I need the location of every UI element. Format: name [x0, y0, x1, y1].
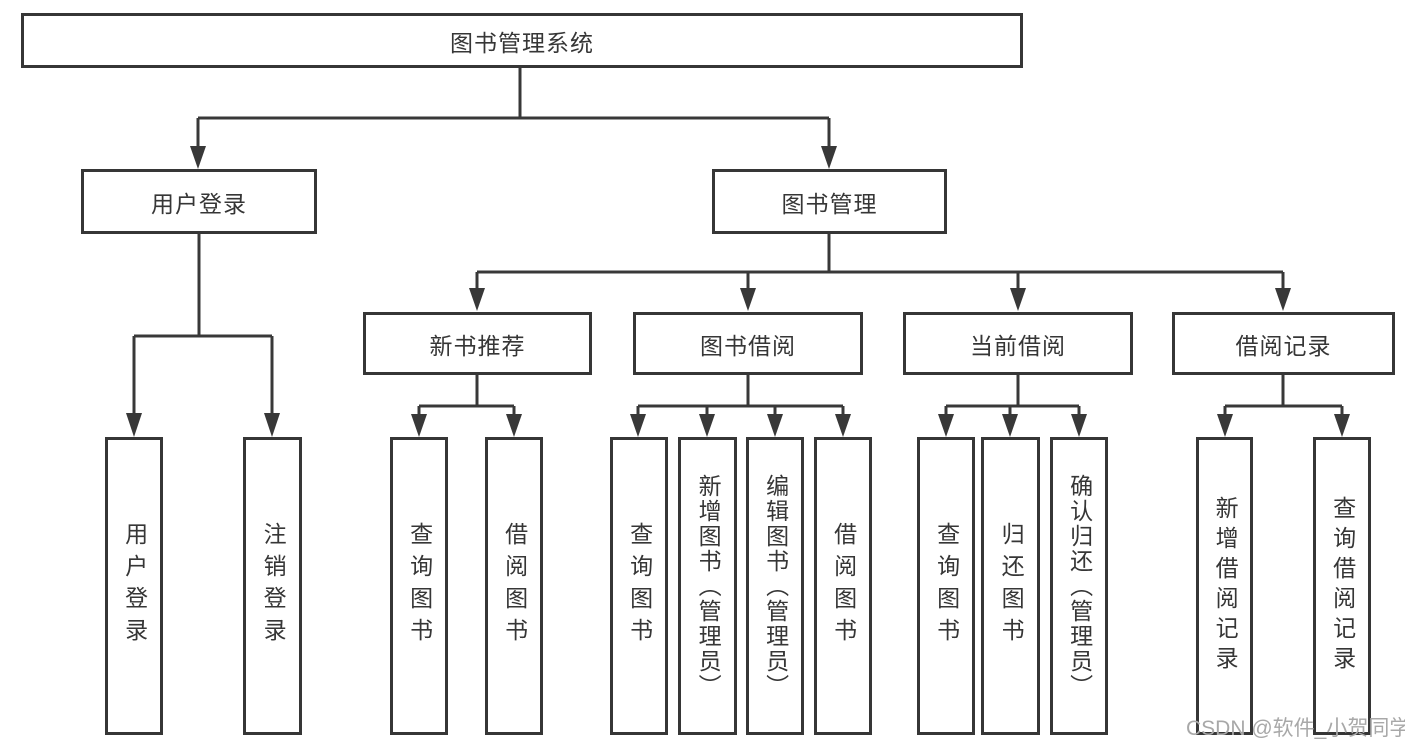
node-leaf-borrowing-add-books-admin: 新增图书（管理员）	[678, 437, 737, 735]
connector-current-borrowing-to-leaves	[944, 375, 1081, 418]
node-label: 借阅记录	[1235, 332, 1332, 359]
node-label: 确认归还（管理员）	[1066, 473, 1093, 699]
connector-borrowing-records-to-leaves	[1223, 375, 1344, 418]
csdn-watermark: CSDN @软件_小贺同学	[1186, 717, 1405, 740]
node-label: 新书推荐	[429, 332, 526, 359]
connector-book-management-to-level3	[475, 233, 1285, 292]
node-leaf-current-query-books: 查询图书	[917, 437, 975, 735]
node-leaf-borrowing-borrow-books: 借阅图书	[814, 437, 872, 735]
node-label: 新增借阅记录	[1212, 496, 1239, 676]
node-leaf-recommend-borrow-books: 借阅图书	[485, 437, 543, 735]
arrowheads	[126, 146, 1350, 437]
node-label: 用户登录	[151, 190, 247, 217]
node-leaf-records-add-record: 新增借阅记录	[1196, 437, 1253, 735]
arrow-down-icon	[264, 413, 280, 437]
connector-user-login-to-leaves	[132, 233, 274, 418]
node-book-management: 图书管理	[712, 169, 947, 234]
node-label: 查询图书	[626, 522, 653, 650]
node-leaf-records-query-record: 查询借阅记录	[1313, 437, 1371, 735]
connector-new-book-recommend-to-leaves	[417, 375, 516, 418]
node-current-borrowing: 当前借阅	[903, 312, 1133, 375]
node-book-borrowing: 图书借阅	[633, 312, 863, 375]
node-new-book-recommend: 新书推荐	[363, 312, 592, 375]
node-root-library-management-system: 图书管理系统	[21, 13, 1023, 68]
node-borrowing-records: 借阅记录	[1172, 312, 1395, 375]
arrow-down-icon	[821, 146, 837, 169]
node-label: 查询借阅记录	[1329, 496, 1356, 676]
connector-lines	[132, 68, 1344, 418]
arrow-down-icon	[699, 414, 715, 437]
arrow-down-icon	[630, 414, 646, 437]
arrow-down-icon	[1334, 414, 1350, 437]
node-leaf-user-login: 用户登录	[105, 437, 163, 735]
node-label: 注销登录	[260, 522, 287, 650]
node-label: 归还图书	[998, 522, 1025, 650]
node-label: 用户登录	[121, 522, 148, 650]
node-leaf-logout-login: 注销登录	[243, 437, 302, 735]
node-leaf-borrowing-edit-books-admin: 编辑图书（管理员）	[746, 437, 804, 735]
arrow-down-icon	[740, 288, 756, 311]
node-label: 图书借阅	[700, 332, 796, 359]
arrow-down-icon	[469, 288, 485, 311]
node-label: 编辑图书（管理员）	[762, 473, 789, 699]
node-label: 图书管理	[781, 190, 878, 217]
arrow-down-icon	[411, 414, 427, 437]
arrow-down-icon	[190, 146, 206, 169]
arrow-down-icon	[1002, 414, 1018, 437]
node-leaf-recommend-query-books: 查询图书	[390, 437, 448, 735]
node-label: 查询图书	[406, 522, 433, 650]
node-leaf-current-return-books: 归还图书	[981, 437, 1040, 735]
arrow-down-icon	[1217, 414, 1233, 437]
node-label: 新增图书（管理员）	[695, 473, 722, 699]
node-label: 查询图书	[933, 522, 960, 650]
node-label: 图书管理系统	[450, 29, 594, 56]
node-label: 借阅图书	[501, 522, 528, 650]
connector-book-borrowing-to-leaves	[636, 375, 845, 418]
arrow-down-icon	[126, 413, 142, 437]
arrow-down-icon	[506, 414, 522, 437]
node-label: 当前借阅	[970, 332, 1066, 359]
node-leaf-current-confirm-return-admin: 确认归还（管理员）	[1050, 437, 1108, 735]
node-label: 借阅图书	[830, 522, 857, 650]
connector-root-to-level2	[196, 68, 831, 150]
arrow-down-icon	[938, 414, 954, 437]
node-user-login: 用户登录	[81, 169, 317, 234]
arrow-down-icon	[1275, 288, 1291, 311]
arrow-down-icon	[1071, 414, 1087, 437]
arrow-down-icon	[1010, 288, 1026, 311]
arrow-down-icon	[835, 414, 851, 437]
arrow-down-icon	[767, 414, 783, 437]
node-leaf-borrowing-query-books: 查询图书	[610, 437, 668, 735]
